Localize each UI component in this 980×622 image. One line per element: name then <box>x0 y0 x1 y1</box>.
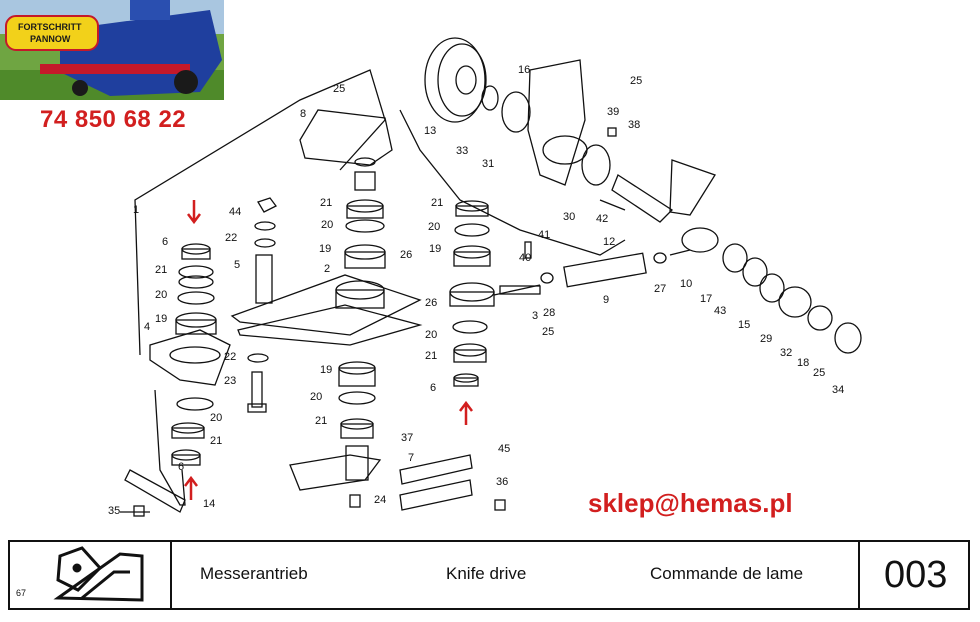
logo-photo: FORTSCHRITT PANNOW <box>0 0 224 100</box>
callout-label: 41 <box>538 229 550 241</box>
callout-label: 20 <box>155 289 167 301</box>
divider <box>170 542 172 608</box>
callout-label: 19 <box>320 364 332 376</box>
knife-drive-symbol <box>53 546 144 602</box>
callout-label: 12 <box>603 236 615 248</box>
title-german: Messerantrieb <box>200 564 308 583</box>
callout-label: 1 <box>133 204 139 216</box>
callout-label: 14 <box>203 498 215 510</box>
callout-label: 33 <box>456 145 468 157</box>
callout-label: 20 <box>321 219 333 231</box>
callout-label: 19 <box>319 243 331 255</box>
logo-brand-line1: FORTSCHRITT <box>18 22 82 32</box>
callout-label: 40 <box>519 252 531 264</box>
callout-label: 13 <box>424 125 436 137</box>
logo-brand-line2: PANNOW <box>30 34 71 44</box>
callout-label: 25 <box>813 367 825 379</box>
callout-label: 21 <box>431 197 443 209</box>
diagram-code: 003 <box>884 554 948 596</box>
title-french: Commande de lame <box>650 564 804 583</box>
arrow-up-icon <box>459 400 473 425</box>
callout-label: 21 <box>210 435 222 447</box>
callout-label: 9 <box>603 294 609 306</box>
callout-label: 32 <box>780 347 792 359</box>
callout-label: 28 <box>543 307 555 319</box>
callout-label: 20 <box>310 391 322 403</box>
callout-label: 20 <box>425 329 437 341</box>
diagram-lines <box>120 37 862 517</box>
callout-label: 37 <box>401 432 413 444</box>
callout-label: 10 <box>680 278 692 290</box>
callout-label: 34 <box>832 384 844 396</box>
divider <box>858 542 860 608</box>
callout-label: 6 <box>178 461 184 473</box>
callout-label: 8 <box>300 108 306 120</box>
callout-label: 25 <box>542 326 554 338</box>
arrow-down-icon <box>187 200 201 225</box>
callout-label: 31 <box>482 158 494 170</box>
callout-label: 29 <box>760 333 772 345</box>
callout-label: 45 <box>498 443 510 455</box>
callout-label: 19 <box>429 243 441 255</box>
callout-label: 6 <box>430 382 436 394</box>
callout-label: 39 <box>607 106 619 118</box>
callout-label: 26 <box>400 249 412 261</box>
callout-label: 30 <box>563 211 575 223</box>
callout-label: 18 <box>797 357 809 369</box>
callout-label: 21 <box>155 264 167 276</box>
callout-label: 22 <box>224 351 236 363</box>
callout-label: 43 <box>714 305 726 317</box>
callout-label: 42 <box>596 213 608 225</box>
callout-label: 7 <box>408 452 414 464</box>
callout-label: 38 <box>628 119 640 131</box>
callout-labels: 1234566678910121314151617181919191920202… <box>108 64 844 517</box>
callout-label: 21 <box>320 197 332 209</box>
callout-label: 6 <box>162 236 168 248</box>
callout-label: 25 <box>333 83 345 95</box>
phone-number: 74 850 68 22 <box>40 106 187 133</box>
callout-label: 25 <box>630 75 642 87</box>
callout-label: 35 <box>108 505 120 517</box>
title-block: 67 Messerantrieb Knife drive Commande de… <box>8 540 970 610</box>
callout-label: 44 <box>229 206 241 218</box>
callout-label: 21 <box>315 415 327 427</box>
callout-label: 5 <box>234 259 240 271</box>
arrow-up-icon <box>184 475 198 500</box>
callout-label: 23 <box>224 375 236 387</box>
callout-label: 36 <box>496 476 508 488</box>
callout-label: 15 <box>738 319 750 331</box>
callout-label: 3 <box>532 310 538 322</box>
callout-label: 4 <box>144 321 150 333</box>
callout-label: 2 <box>324 263 330 275</box>
callout-label: 16 <box>518 64 530 76</box>
callout-label: 17 <box>700 293 712 305</box>
callout-label: 21 <box>425 350 437 362</box>
callout-label: 27 <box>654 283 666 295</box>
callout-label: 20 <box>428 221 440 233</box>
email-address[interactable]: sklep@hemas.pl <box>588 488 793 518</box>
callout-label: 24 <box>374 494 386 506</box>
callout-label: 20 <box>210 412 222 424</box>
callout-label: 19 <box>155 313 167 325</box>
title-english: Knife drive <box>446 564 527 583</box>
highlight-arrows <box>184 200 473 500</box>
page-number: 67 <box>16 588 27 598</box>
callout-label: 26 <box>425 297 437 309</box>
callout-label: 22 <box>225 232 237 244</box>
